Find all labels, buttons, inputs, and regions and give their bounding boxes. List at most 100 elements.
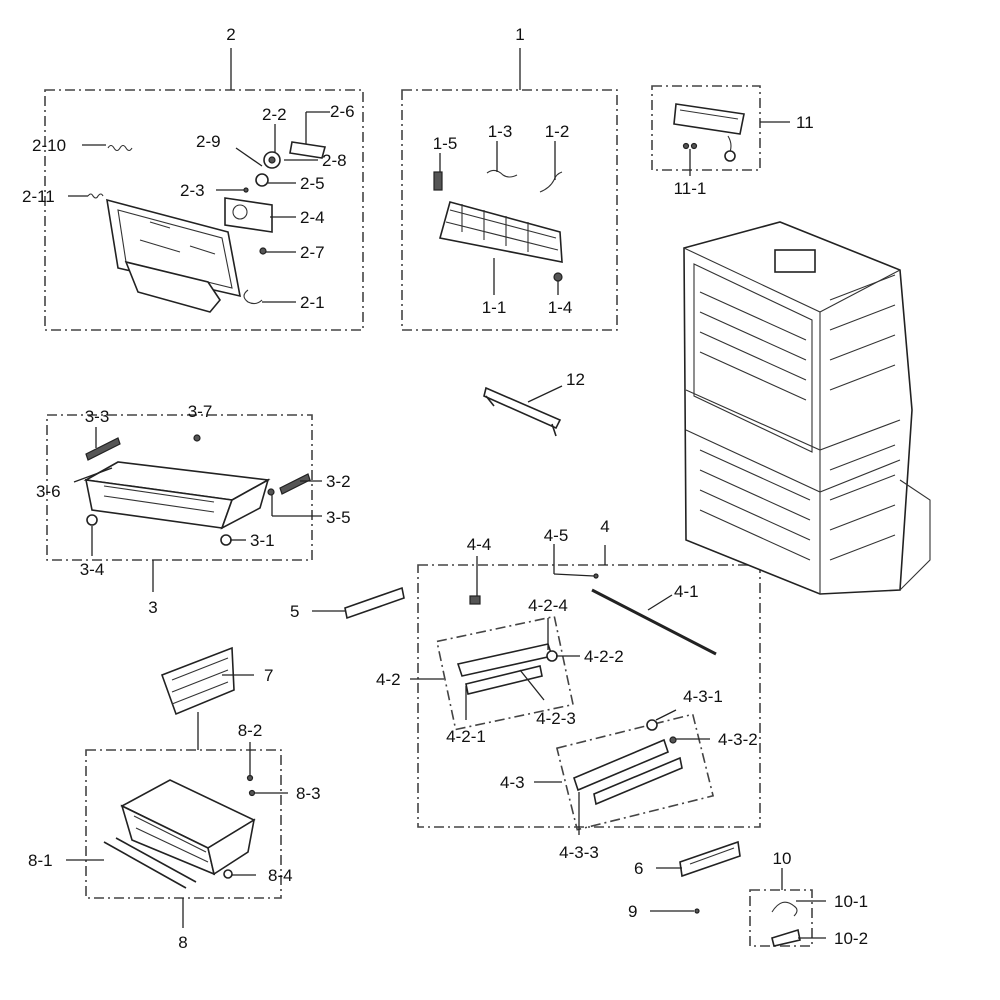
label-10: 10 [773, 849, 792, 868]
part-2-1-wire [243, 289, 263, 305]
label-4-2-2: 4-2-2 [584, 647, 624, 666]
leader-4-3-1 [655, 709, 677, 721]
label-4-3: 4-3 [500, 773, 525, 792]
label-2-6: 2-6 [330, 102, 355, 121]
label-3-5: 3-5 [326, 508, 351, 527]
label-2-8: 2-8 [322, 151, 347, 170]
label-2-11: 2-11 [22, 187, 55, 206]
label-2-7: 2-7 [300, 243, 325, 262]
part-4-1-shaft [591, 588, 717, 656]
leader-4-2-3 [519, 669, 545, 701]
leader-3-6 [73, 467, 113, 483]
label-8: 8 [178, 933, 187, 952]
group-box-4-2 [436, 615, 574, 731]
label-1: 1 [515, 25, 524, 44]
part-7-bin [160, 646, 235, 716]
part-1-4-screw [553, 272, 563, 282]
part-4-2-rail-assembly [456, 643, 558, 695]
part-2-5-gear [255, 173, 269, 187]
label-4-5: 4-5 [544, 526, 569, 545]
part-3-3-rail [85, 437, 121, 461]
part-2-10-spring [107, 144, 133, 152]
leader-4-5b [553, 573, 595, 577]
label-3-6: 3-6 [36, 482, 61, 501]
part-2-3-screw [243, 187, 249, 193]
part-10-2-connector [771, 928, 801, 947]
label-2-4: 2-4 [300, 208, 325, 227]
part-5-bracket [344, 586, 405, 620]
group-box-4 [417, 564, 761, 828]
part-8-2-screw [246, 774, 254, 782]
group-box-3 [46, 414, 313, 561]
label-3-3: 3-3 [85, 407, 110, 426]
part-6-cover [679, 840, 741, 878]
label-11: 11 [796, 113, 814, 132]
label-2-9: 2-9 [196, 132, 221, 151]
label-2-10: 2-10 [32, 136, 66, 155]
group-box-10 [749, 889, 813, 947]
label-3-4: 3-4 [80, 560, 105, 579]
group-box-2 [44, 89, 364, 331]
part-8-basket [120, 779, 256, 876]
label-3-1: 3-1 [250, 531, 275, 550]
label-4-3-1: 4-3-1 [683, 687, 723, 706]
part-3-drawer [83, 461, 271, 530]
label-8-3: 8-3 [296, 784, 321, 803]
label-3: 3 [148, 598, 157, 617]
part-11-ice-maker [673, 103, 745, 162]
label-8-4: 8-4 [268, 866, 293, 885]
part-12-handle [483, 386, 562, 437]
label-4-3-2: 4-3-2 [718, 730, 758, 749]
label-3-2: 3-2 [326, 472, 351, 491]
label-10-2: 10-2 [834, 929, 868, 948]
label-4-2-4: 4-2-4 [528, 596, 568, 615]
part-2-7-screw [259, 247, 267, 255]
label-2-1: 2-1 [300, 293, 325, 312]
part-1-5-sensor [433, 171, 443, 191]
part-1-3-harness [486, 169, 518, 178]
part-9-screw [694, 908, 700, 914]
label-4: 4 [600, 517, 609, 536]
part-3-7-clip [193, 434, 201, 442]
leader-4-1 [647, 594, 673, 611]
part-8-3-screw [248, 789, 256, 797]
label-2: 2 [226, 25, 235, 44]
label-12: 12 [566, 370, 585, 389]
part-1-1-ice-bucket [438, 201, 563, 263]
part-4-5-pin [593, 573, 599, 579]
group-box-4-3 [555, 713, 715, 831]
group-box-1 [401, 89, 618, 331]
part-10-1-harness [771, 901, 798, 917]
part-2-ice-maker-cover [106, 198, 242, 313]
label-4-4: 4-4 [467, 535, 492, 554]
part-refrigerator-cabinet [683, 221, 931, 595]
label-4-2: 4-2 [376, 670, 401, 689]
label-1-1: 1-1 [482, 298, 507, 317]
part-3-1-roller [220, 534, 232, 546]
label-5: 5 [290, 602, 299, 621]
part-2-2-motor [263, 151, 281, 169]
part-1-2-harness [539, 171, 563, 193]
part-4-3-rail-assembly [573, 719, 683, 806]
group-box-11 [651, 85, 761, 171]
label-9: 9 [628, 902, 637, 921]
label-10-1: 10-1 [834, 892, 868, 911]
label-4-2-1: 4-2-1 [446, 727, 486, 746]
part-3-4-roller [86, 514, 98, 526]
part-8-1-rails [103, 837, 197, 889]
part-11-1-screws [682, 142, 698, 150]
label-2-3: 2-3 [180, 181, 205, 200]
label-1-4: 1-4 [548, 298, 573, 317]
label-8-1: 8-1 [28, 851, 53, 870]
part-8-4-roller [223, 869, 233, 879]
label-7: 7 [264, 666, 273, 685]
leader-2-9 [235, 147, 263, 167]
part-2-4-motor-bracket [224, 197, 273, 233]
part-2-6-bracket [289, 141, 327, 159]
label-8-2: 8-2 [238, 721, 263, 740]
label-4-1: 4-1 [674, 582, 699, 601]
part-3-2-rail [279, 473, 311, 495]
label-2-2: 2-2 [262, 105, 287, 124]
label-1-5: 1-5 [433, 134, 458, 153]
part-4-4-clip [469, 595, 481, 605]
